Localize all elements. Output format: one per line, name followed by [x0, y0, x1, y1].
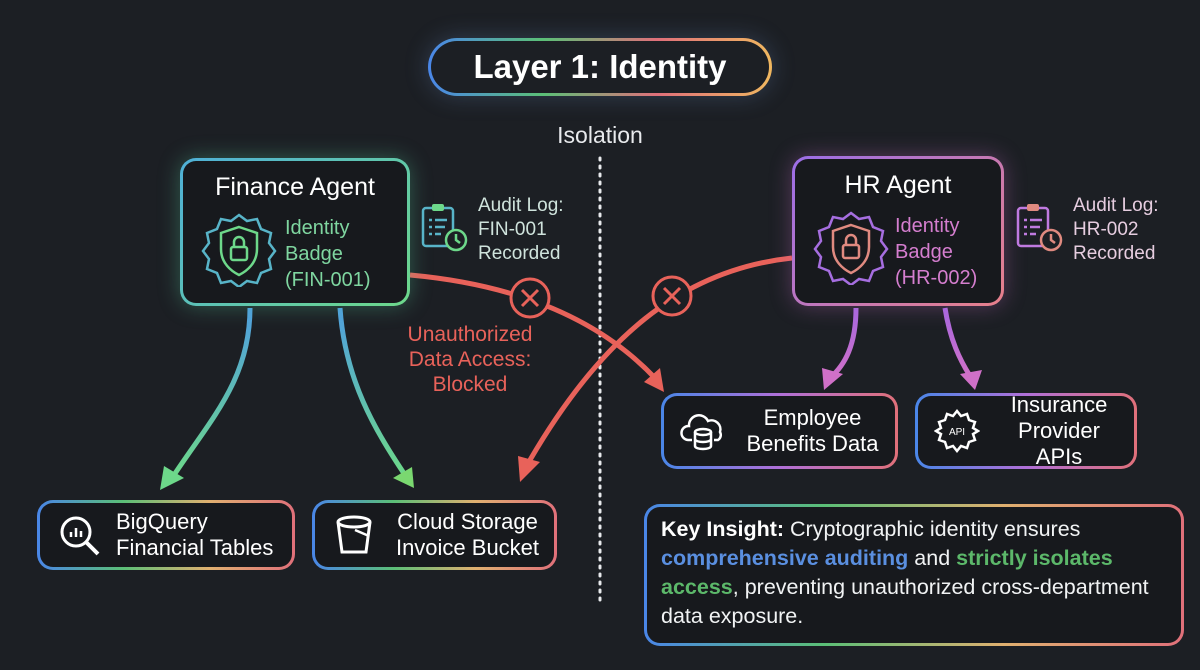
agent-name: Finance Agent: [215, 173, 375, 201]
identity-badge-shield-lock-icon: [813, 211, 889, 285]
arrow-finance-to-storage: [337, 307, 408, 477]
arrowhead: [160, 466, 184, 490]
arrowhead: [393, 467, 414, 488]
audit-log-clipboard-icon: [421, 204, 468, 252]
api-gear-icon: API: [934, 408, 980, 454]
page-title: Layer 1: Identity: [428, 38, 772, 96]
agent-name: HR Agent: [844, 171, 952, 199]
arrowhead: [960, 370, 982, 390]
arrowhead: [822, 368, 843, 390]
blocked-path-hr-to-storage: [527, 255, 793, 462]
blocked-path-finance-to-benefits: [409, 272, 657, 380]
bigquery-icon: [60, 516, 100, 556]
arrow-hr-to-benefits: [828, 307, 859, 380]
insight-text: and: [908, 546, 957, 570]
arrowhead: [518, 456, 540, 482]
identity-badge-shield-lock-icon: [201, 213, 277, 287]
insight-lead: Key Insight:: [661, 517, 785, 541]
arrow-hr-to-insurance: [942, 307, 973, 378]
key-insight-callout: Key Insight: Cryptographic identity ensu…: [644, 504, 1184, 646]
arrow-finance-to-bigquery: [169, 307, 253, 480]
svg-text:API: API: [949, 427, 965, 438]
isolation-label: Isolation: [557, 122, 643, 148]
bucket-icon: [336, 515, 372, 554]
insight-text: Cryptographic identity ensures: [784, 517, 1081, 541]
arrowhead: [644, 368, 664, 392]
highlight-auditing: comprehensive auditing: [661, 546, 909, 570]
blocked-x-icon: [509, 277, 551, 319]
blocked-x-icon: [651, 275, 693, 317]
highlight-isolation: strictly isolates access: [661, 546, 1113, 599]
cloud-database-icon: [680, 414, 722, 451]
audit-log-clipboard-icon: [1016, 204, 1063, 252]
insight-text: , preventing unauthorized cross-departme…: [661, 575, 1149, 628]
